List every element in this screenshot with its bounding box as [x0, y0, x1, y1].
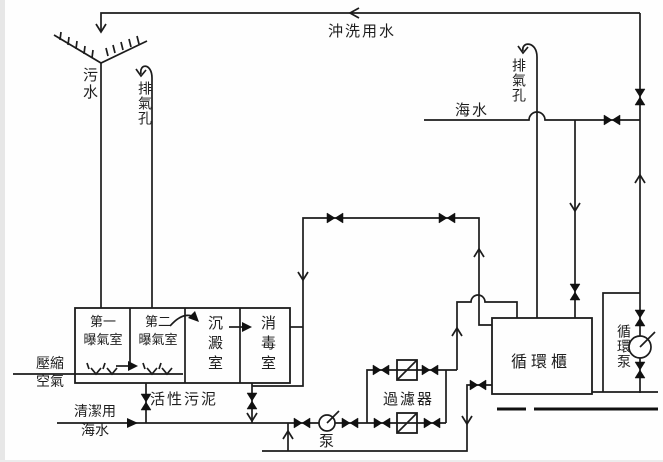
- valve-icon: [140, 393, 152, 411]
- aeration2-line2: 曝氣室: [138, 332, 178, 347]
- arrow-right-icon: [127, 418, 138, 428]
- valve-icon: [341, 417, 359, 429]
- seawater-pipe: [424, 111, 640, 318]
- valve-icon: [634, 361, 646, 379]
- arrow-right-icon: [128, 361, 138, 371]
- vent-label-right: 排氣孔: [510, 58, 525, 103]
- circulation-pump-icon: [628, 331, 656, 359]
- valve-icon: [634, 88, 646, 106]
- vent-pipe-left: [135, 65, 153, 308]
- scan-edge-bottom: [0, 460, 663, 462]
- activated-sludge-label: 活性污泥: [150, 392, 219, 408]
- flush-water-pipe: [100, 12, 640, 31]
- clean-seawater-line1: 清潔用: [74, 405, 116, 420]
- discharge-return-pipe: [252, 217, 492, 387]
- compressed-air-line2: 空氣: [36, 375, 64, 390]
- arrow-left-icon: [348, 7, 360, 19]
- valve-icon: [634, 309, 646, 327]
- arrow-curved-icon: [188, 311, 199, 322]
- compressed-air-label: 壓縮 空氣: [30, 356, 70, 392]
- compressed-air-line1: 壓縮: [36, 357, 64, 372]
- valve-icon: [569, 283, 581, 301]
- clean-seawater-line2: 海水: [81, 424, 109, 439]
- valve-icon: [423, 417, 441, 429]
- valve-icon: [373, 417, 391, 429]
- filter-icon: [396, 412, 418, 434]
- seawater-label: 海水: [455, 103, 490, 119]
- circulation-pump-label: 循環泵: [615, 324, 630, 369]
- flush-water-label: 沖洗用水: [328, 24, 397, 40]
- scan-edge: [0, 0, 5, 462]
- filter-icon: [396, 359, 418, 381]
- pump-label: 泵: [319, 434, 335, 450]
- aeration1-line1: 第一: [89, 314, 116, 329]
- arrow-down-icon: [95, 23, 107, 34]
- arrow-right-icon: [242, 322, 252, 332]
- disinfection-label: 消毒室: [259, 315, 275, 375]
- valve-icon: [246, 392, 258, 410]
- pump-icon: [318, 410, 340, 432]
- clean-seawater-label: 清潔用 海水: [68, 403, 122, 441]
- filter-return-pipe: [451, 294, 518, 370]
- circulation-riser: [592, 13, 658, 393]
- valve-icon: [469, 379, 487, 391]
- valve-icon: [372, 364, 390, 376]
- vent-label-left: 排氣孔: [136, 81, 151, 126]
- valve-icons: [140, 88, 646, 429]
- aeration2-label: 第二 曝氣室: [132, 313, 184, 349]
- filter-icons: [396, 359, 418, 434]
- sewage-label: 污水: [81, 67, 97, 101]
- aeration1-label: 第一 曝氣室: [77, 313, 129, 349]
- recirculation-pipe: [262, 384, 492, 452]
- settling-label: 沉澱室: [206, 315, 222, 375]
- valve-icon: [438, 212, 456, 224]
- valve-icon: [603, 114, 621, 126]
- valve-icon: [326, 212, 344, 224]
- valve-icon: [293, 417, 311, 429]
- aeration2-line1: 第二: [144, 314, 171, 329]
- aeration1-line2: 曝氣室: [83, 332, 123, 347]
- valve-icon: [421, 364, 439, 376]
- filter-label: 過濾器: [383, 392, 435, 408]
- circulation-tank-label: 循環櫃: [511, 354, 572, 371]
- treatment-tank: [74, 307, 291, 384]
- circulation-tank-box: [491, 317, 593, 395]
- sewage-funnel: [53, 31, 148, 308]
- vent-pipe-right: [517, 43, 538, 318]
- air-diffuser-pipe: [13, 362, 183, 376]
